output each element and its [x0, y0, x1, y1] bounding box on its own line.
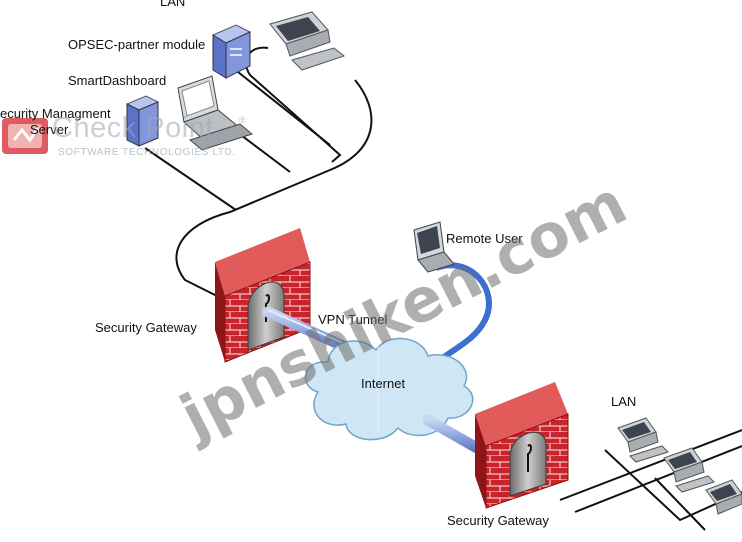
internet-label: Internet [361, 376, 406, 391]
remote-user-link [434, 262, 492, 363]
lan-trunk [175, 79, 373, 301]
vpn-tunnel-label: VPN Tunnel [318, 312, 388, 327]
check-point-logo-name: Check Point [52, 112, 214, 144]
opsec-partner-module-label: OPSEC-partner module [68, 37, 206, 52]
security-gateway-bottom-icon [475, 382, 569, 509]
internet-cloud-icon [304, 337, 474, 441]
check-point-logo-trademark: ® [239, 115, 247, 125]
internet-gateway-tube [422, 414, 490, 458]
security-gateway-left-label: Security Gateway [95, 320, 197, 335]
lan-bottom-bus [574, 445, 742, 513]
lan-bottom-label: LAN [611, 394, 637, 409]
lan-bus-line-1 [237, 71, 331, 146]
lan-top-label: LAN [160, 0, 186, 9]
lan-bottom-workstation-2-icon [663, 447, 715, 493]
security-gateway-bottom-label: Security Gateway [447, 513, 549, 528]
opsec-server-icon [211, 24, 252, 79]
lan-bottom-workstation-3-icon [705, 479, 742, 515]
mgmt-server-label-line1: ecurity Managment [0, 106, 111, 121]
check-point-logo-sub: SOFTWARE TECHNOLOGIES LTD. [58, 147, 236, 158]
remote-user-label: Remote User [446, 231, 523, 246]
lan-bottom-wiring [559, 429, 742, 531]
lan-top-workstation-icon [269, 11, 346, 71]
lan-top-backbone [245, 46, 342, 163]
remote-user-laptop-icon [413, 221, 455, 273]
mgmt-server-label-line2: Server [30, 122, 69, 137]
smartdashboard-laptop-icon [177, 75, 254, 151]
vpn-tunnel-tube-highlight [267, 309, 353, 348]
lan-bottom-workstation-1-icon [617, 417, 669, 463]
check-point-logo-mark [2, 118, 48, 154]
mgmt-server-icon [125, 95, 160, 147]
smartdashboard-label: SmartDashboard [68, 73, 167, 88]
vpn-tunnel-tube [262, 306, 358, 356]
lan-bus-line-3 [144, 147, 237, 211]
lan-bottom-trunk [559, 429, 742, 501]
